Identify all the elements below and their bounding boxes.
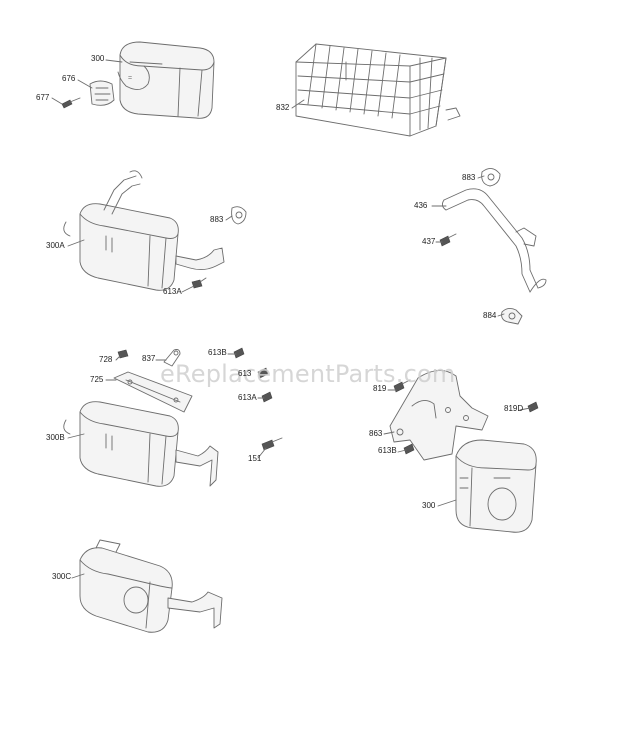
watermark: eReplacementParts.com xyxy=(160,360,456,388)
bolt-819D xyxy=(527,401,539,413)
muffler-300-low xyxy=(455,439,537,533)
gasket-883-mid xyxy=(231,206,247,225)
screw-728 xyxy=(117,349,129,359)
callout-613A-top: 613A xyxy=(163,287,182,296)
svg-text:=: = xyxy=(128,75,132,82)
callout-300A: 300A xyxy=(46,241,65,250)
callout-437: 437 xyxy=(422,237,436,246)
callout-436: 436 xyxy=(414,201,428,210)
muffler-300B xyxy=(63,401,219,487)
callout-613-mid: 613 xyxy=(238,369,252,378)
callout-613B-top: 613B xyxy=(208,348,227,357)
bolt-613-mid xyxy=(257,367,269,379)
heat-shield-725 xyxy=(113,371,193,413)
callout-837: 837 xyxy=(142,354,156,363)
bolt-613A-mid xyxy=(261,391,273,403)
muffler-300C xyxy=(79,539,223,633)
muffler-300A xyxy=(63,170,225,291)
leader-lines xyxy=(51,59,531,579)
callout-832: 832 xyxy=(276,103,290,112)
clamp-884 xyxy=(501,307,523,325)
callout-300-top: 300 xyxy=(91,54,105,63)
guard-676 xyxy=(89,80,115,106)
bracket-837 xyxy=(163,349,181,367)
callout-613A-mid: 613A xyxy=(238,393,257,402)
callout-677: 677 xyxy=(36,93,50,102)
callout-151: 151 xyxy=(248,454,262,463)
callout-863: 863 xyxy=(369,429,383,438)
callout-676: 676 xyxy=(62,74,76,83)
stud-151 xyxy=(261,437,283,451)
screw-437 xyxy=(439,233,457,247)
screw-677 xyxy=(61,97,81,109)
gasket-883-right xyxy=(481,168,501,187)
callout-819D: 819D xyxy=(504,404,524,413)
exhaust-pipe-436 xyxy=(441,188,547,293)
bolt-613B-low xyxy=(403,443,415,455)
muffler-300-top: = xyxy=(117,41,215,119)
bolt-613B-top xyxy=(233,347,245,359)
bracket-863 xyxy=(389,370,489,461)
callout-884: 884 xyxy=(483,311,497,320)
callout-728: 728 xyxy=(99,355,113,364)
callout-725: 725 xyxy=(90,375,104,384)
callout-819: 819 xyxy=(373,384,387,393)
callout-300B: 300B xyxy=(46,433,65,442)
callout-883-right: 883 xyxy=(462,173,476,182)
guard-basket-832 xyxy=(295,43,461,137)
callout-613B-low: 613B xyxy=(378,446,397,455)
bolt-613A-top xyxy=(191,277,207,289)
callout-300-low: 300 xyxy=(422,501,436,510)
callout-883-mid: 883 xyxy=(210,215,224,224)
callout-300C: 300C xyxy=(52,572,72,581)
